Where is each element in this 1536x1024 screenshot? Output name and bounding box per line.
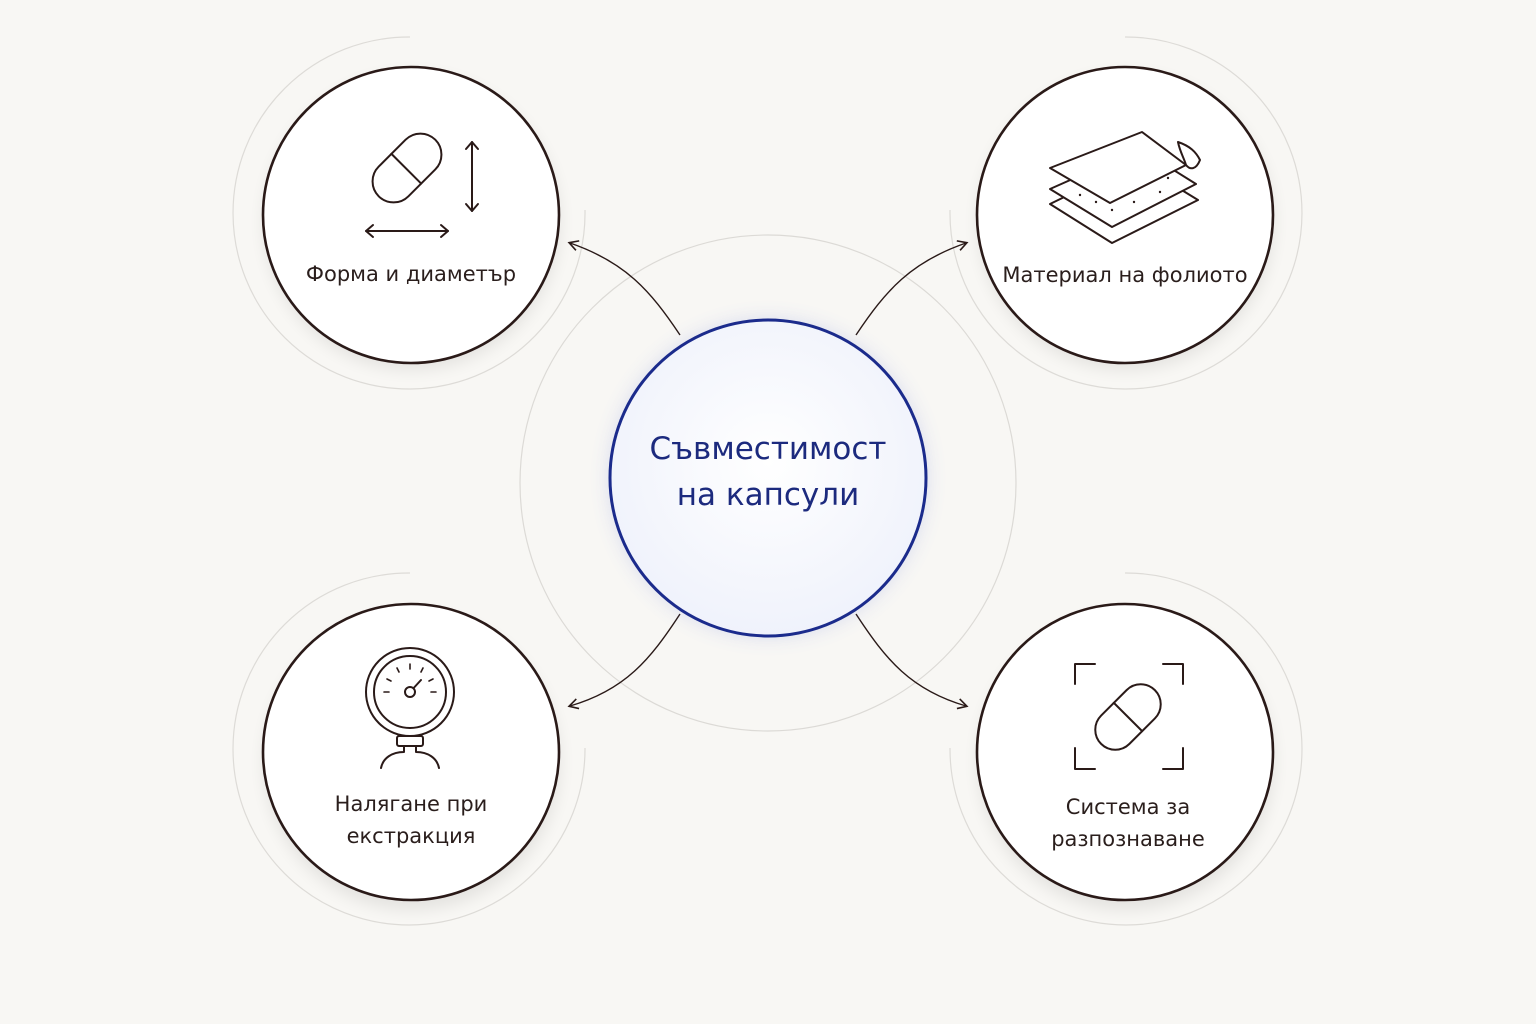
node-pressure-label: Налягане при екстракция [281, 788, 541, 852]
node-pressure-label-line2: екстракция [346, 824, 476, 848]
node-shape-label: Форма и диаметър [281, 258, 541, 290]
center-label: Съвместимост на капсули [608, 426, 928, 518]
pressure-gauge-icon [365, 647, 455, 769]
connector-shape [567, 240, 681, 336]
foil-layers-icon [1049, 131, 1201, 244]
center-label-line1: Съвместимост [649, 431, 887, 467]
capsule-dimensions-icon [365, 132, 479, 238]
node-recognition-label: Система за разпознаване [998, 791, 1258, 855]
capsule-scan-icon [1074, 663, 1184, 770]
connectors [567, 240, 969, 710]
node-halos [232, 36, 1303, 926]
center-halo-ring [519, 234, 1017, 732]
connector-recognition [855, 613, 969, 710]
connector-pressure [567, 613, 681, 710]
node-recognition-label-line1: Система за [1065, 795, 1191, 819]
connector-foil [855, 240, 969, 336]
node-shape [261, 65, 561, 365]
node-foil-label: Материал на фолиото [995, 259, 1255, 291]
node-pressure [261, 602, 561, 902]
node-recognition-label-line2: разпознаване [1051, 827, 1205, 851]
node-shape-label-line1: Форма и диаметър [305, 262, 517, 286]
center-node [608, 318, 928, 638]
node-recognition [975, 602, 1275, 902]
center-label-line2: на капсули [676, 477, 860, 513]
node-foil-label-line1: Материал на фолиото [1002, 263, 1248, 287]
node-pressure-label-line1: Налягане при [334, 792, 488, 816]
